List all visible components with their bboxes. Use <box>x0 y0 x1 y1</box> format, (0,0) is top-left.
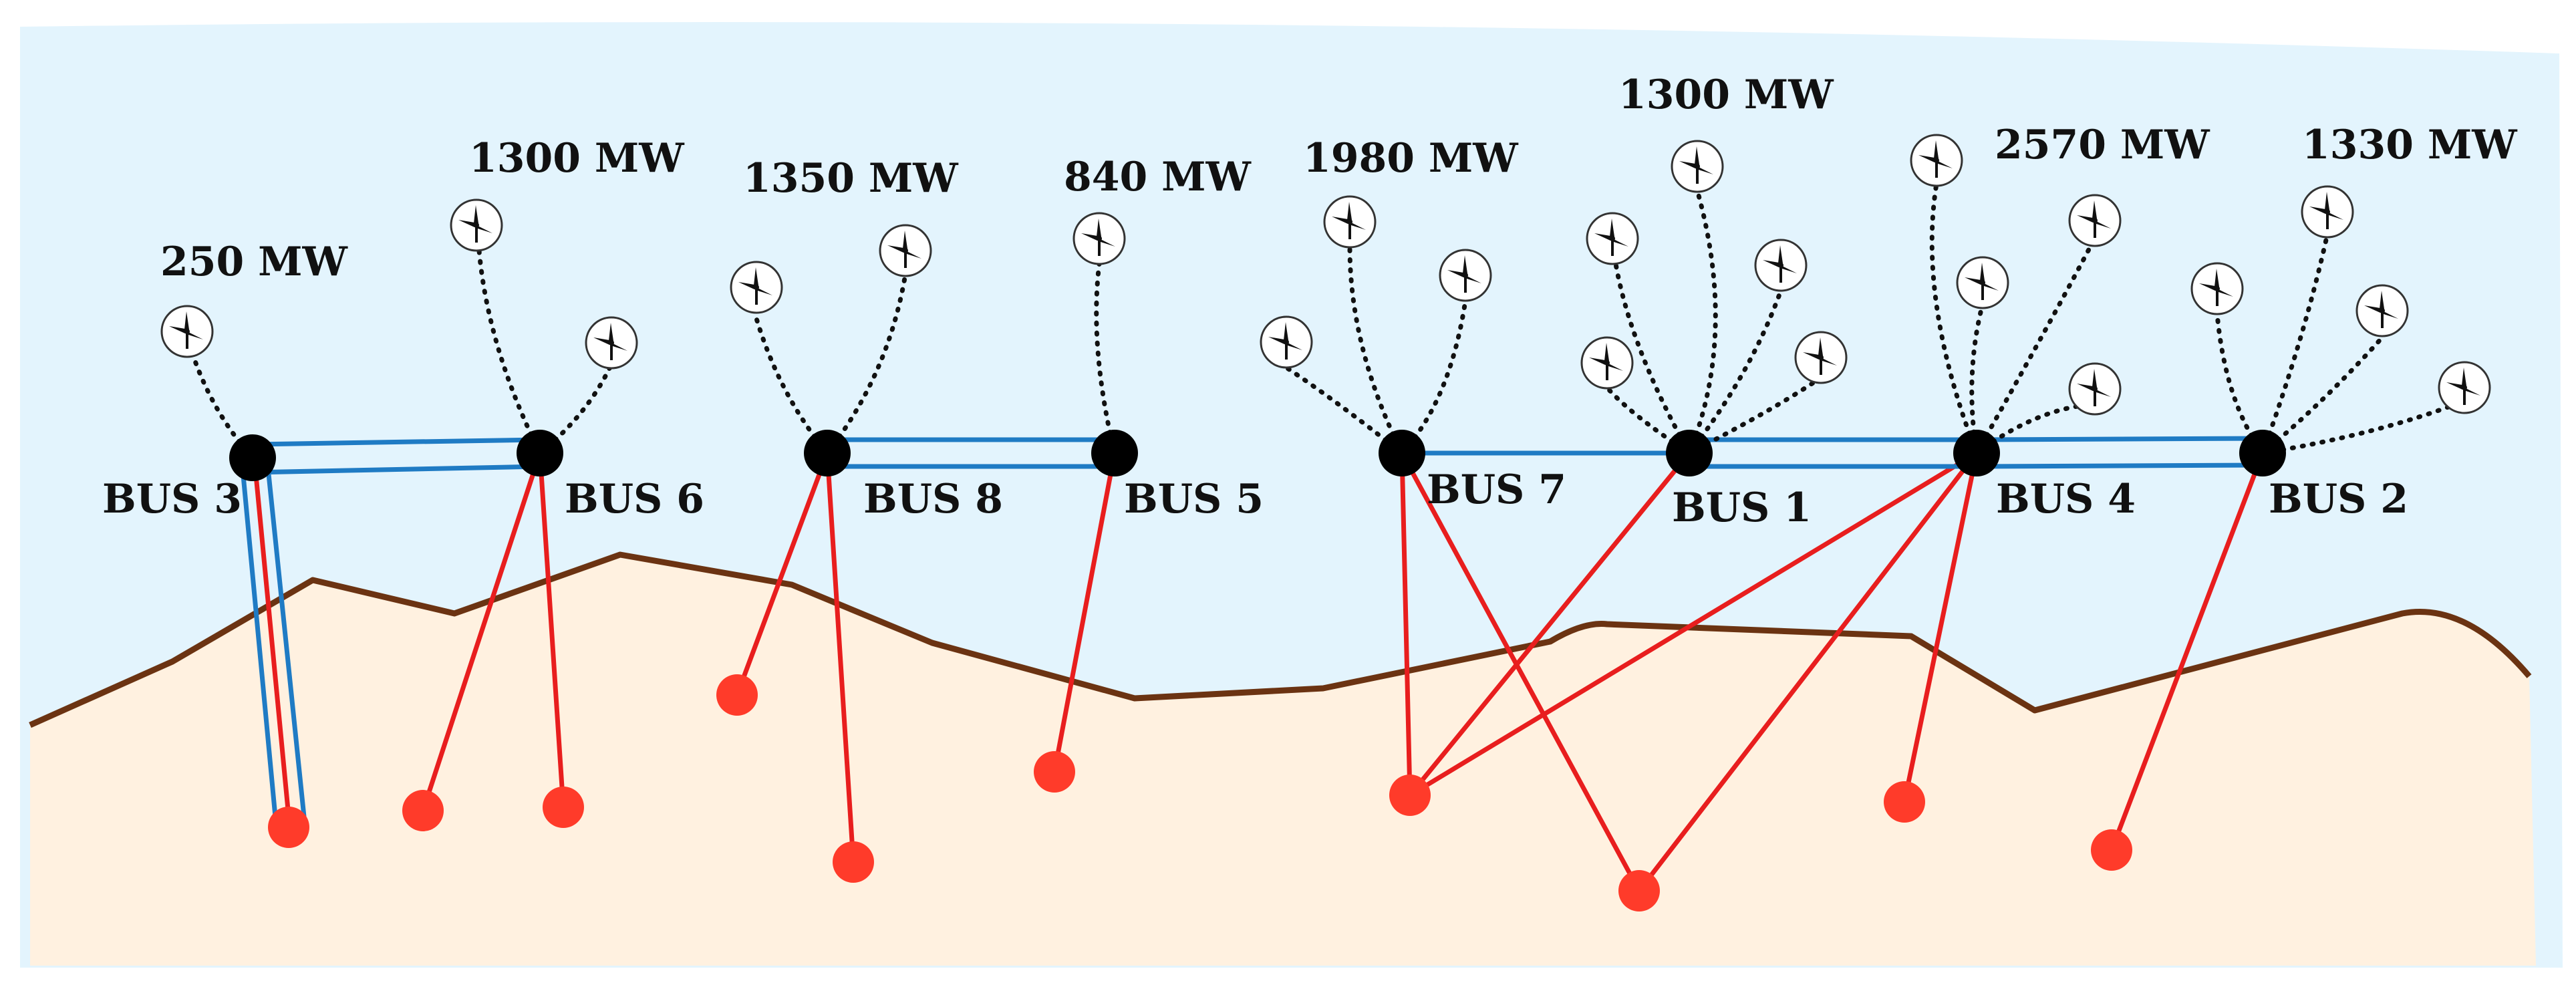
capacity-label-bus8: 1350 MW <box>743 155 959 202</box>
wind-turbine-icon <box>2068 362 2122 416</box>
array-cable <box>476 248 543 456</box>
link-bus3-bus6 <box>250 437 543 447</box>
wind-turbine-icon <box>1323 195 1377 249</box>
capacity-label-bus3: 250 MW <box>160 239 349 285</box>
wind-turbine-icon <box>2190 262 2244 315</box>
wind-turbine-icon <box>1671 140 1724 193</box>
capacity-label-bus7: 1980 MW <box>1303 135 1519 182</box>
link-bus3-bus6 <box>250 464 543 475</box>
array-cable <box>2260 398 2467 456</box>
bus3-land-link <box>239 458 307 819</box>
capacity-label-bus4: 2570 MW <box>1995 122 2210 168</box>
bus-node-1 <box>1666 430 1713 476</box>
wind-turbine-icon <box>1956 256 2009 309</box>
wind-turbine-icon <box>1580 336 1634 390</box>
hvdc-links <box>250 436 2265 475</box>
array-cable <box>825 271 908 456</box>
wind-turbine-icon <box>2301 185 2354 239</box>
bus-label-1: BUS 1 <box>1672 484 1812 531</box>
onshore-link <box>1636 450 1979 893</box>
onshore-connection-point <box>268 807 309 848</box>
land-area <box>30 555 2536 966</box>
capacity-label-bus2: 1330 MW <box>2302 122 2518 168</box>
wind-turbine-icon <box>1754 239 1808 292</box>
onshore-connection-point <box>833 841 874 883</box>
wind-turbine-icon <box>2355 284 2409 337</box>
onshore-link <box>1052 450 1117 775</box>
array-cable <box>1974 238 2096 456</box>
onshore-links <box>420 450 2265 893</box>
wind-turbine-icon <box>730 261 783 314</box>
onshore-link <box>1407 450 1979 798</box>
onshore-link <box>2109 450 2265 853</box>
bus-label-7: BUS 7 <box>1427 466 1566 513</box>
bus-label-4: BUS 4 <box>1996 476 2136 523</box>
link-bus4-bus2 <box>1974 436 2265 442</box>
wind-turbine-icon <box>2068 194 2122 247</box>
array-cable <box>2214 311 2265 456</box>
array-cable <box>2260 231 2330 456</box>
onshore-link <box>420 450 543 813</box>
bus-node-4 <box>1953 430 2000 476</box>
onshore-link <box>1399 450 1642 893</box>
wind-turbine-icon <box>1260 315 1313 369</box>
bus-node-5 <box>1091 430 1138 476</box>
wind-farm-bus5 <box>1072 212 1126 265</box>
onshore-link <box>537 450 566 810</box>
onshore-link <box>1902 450 1979 805</box>
bus-node-8 <box>804 430 851 476</box>
onshore-connection-point <box>1034 751 1075 793</box>
onshore-connection-point <box>716 674 758 716</box>
array-cable <box>537 362 614 456</box>
onshore-link <box>1399 450 1413 798</box>
bus-label-6: BUS 6 <box>565 476 704 523</box>
onshore-connection-point <box>1389 775 1431 816</box>
bus-label-5: BUS 5 <box>1124 476 1264 523</box>
wind-turbine-icon <box>1910 134 1963 187</box>
array-cable <box>1613 261 1692 456</box>
wind-turbine-icon <box>1072 212 1126 265</box>
onshore-connection-point <box>2091 829 2132 871</box>
array-cable <box>1687 188 1718 456</box>
capacity-label-bus6: 1300 MW <box>469 135 685 182</box>
capacity-label-bus1: 1300 MW <box>1618 72 1834 118</box>
bus-node-2 <box>2239 430 2286 476</box>
array-cable <box>1929 181 1979 456</box>
onshore-connection-point <box>402 790 444 831</box>
wind-turbine-icon <box>585 316 638 370</box>
wind-turbine-icon <box>879 224 932 277</box>
bus-nodes <box>229 430 2286 481</box>
wind-turbine-icon <box>450 198 503 252</box>
link-bus4-bus2 <box>1974 462 2265 469</box>
wind-turbine-icon <box>160 305 214 358</box>
onshore-link <box>734 450 830 698</box>
bus-label-2: BUS 2 <box>2269 476 2408 523</box>
bus-node-6 <box>517 430 563 476</box>
array-cable <box>1347 245 1405 456</box>
wind-turbine-icon <box>2438 361 2491 414</box>
capacity-label-bus5: 840 MW <box>1064 154 1252 200</box>
onshore-link <box>825 450 856 865</box>
onshore-link <box>1407 450 1692 798</box>
array-cable <box>191 355 255 460</box>
bus-label-8: BUS 8 <box>863 476 1003 523</box>
wind-farm-bus3 <box>160 305 214 358</box>
bus-node-7 <box>1379 430 1425 476</box>
array-cable <box>1604 385 1692 456</box>
wind-turbine-icon <box>1439 249 1492 302</box>
array-cable <box>1094 261 1117 456</box>
wind-turbine-icon <box>1794 331 1848 384</box>
wind-turbine-icon <box>1586 212 1639 265</box>
bus-node-3 <box>229 434 276 481</box>
onshore-points <box>268 674 2132 912</box>
coastline <box>29 551 2532 728</box>
onshore-connection-point <box>1618 870 1660 912</box>
onshore-connection-point <box>543 787 584 828</box>
onshore-connection-point <box>1884 781 1925 823</box>
bus-label-3: BUS 3 <box>102 476 242 523</box>
